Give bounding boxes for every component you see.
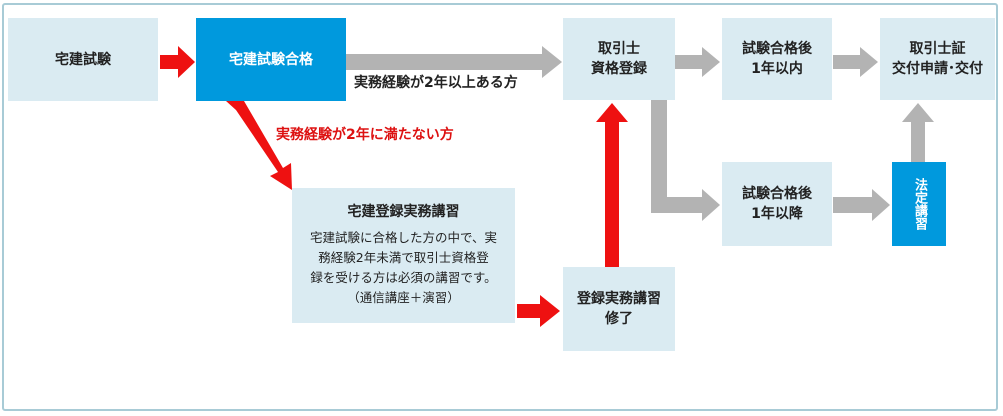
node-after-1-year: 試験合格後 1年以降 — [722, 162, 832, 246]
course-desc-line: 務経験2年未満で取引士資格登 — [318, 250, 489, 265]
node-legal-label: 法定講習 — [912, 178, 927, 230]
node-legal-course: 法定講習 — [892, 162, 946, 246]
gray-arrow-register-to-after — [651, 100, 720, 221]
node-register: 取引士 資格登録 — [563, 18, 675, 100]
label-under-2-years: 実務経験が2年に満たない方 — [276, 127, 454, 143]
node-after-line1: 試験合格後 — [742, 186, 812, 202]
node-course: 宅建登録実務講習 宅建試験に合格した方の中で、実 務経験2年未満で取引士資格登 … — [292, 188, 515, 323]
node-exam-label: 宅建試験 — [55, 51, 111, 68]
node-register-line2: 資格登録 — [591, 61, 647, 77]
gray-arrow-pass-to-register — [346, 46, 562, 78]
node-within-line2: 1年以内 — [751, 61, 803, 77]
node-register-line1: 取引士 — [598, 41, 640, 57]
node-card-line2: 交付申請･交付 — [892, 61, 983, 77]
label-over-2-years: 実務経験が2年以上ある方 — [354, 75, 518, 91]
gray-arrow-within-to-card — [833, 47, 878, 77]
node-card: 取引士証 交付申請･交付 — [880, 18, 995, 100]
red-arrow-pass-to-course — [226, 101, 292, 190]
node-course-description: 宅建試験に合格した方の中で、実 務経験2年未満で取引士資格登 録を受ける方は必須… — [310, 228, 497, 308]
course-desc-line: 録を受ける方は必須の講習です。 — [310, 270, 497, 285]
node-after-line2: 1年以降 — [751, 206, 803, 222]
gray-arrow-legal-to-card — [902, 103, 934, 162]
node-within-1-year: 試験合格後 1年以内 — [722, 18, 832, 100]
node-exam: 宅建試験 — [8, 18, 158, 101]
node-course-complete: 登録実務講習 修了 — [563, 267, 675, 351]
node-within-line1: 試験合格後 — [742, 41, 812, 57]
red-arrow-course-to-complete — [517, 295, 560, 327]
frame — [2, 3, 998, 411]
node-course-title: 宅建登録実務講習 — [347, 204, 460, 220]
gray-arrow-after-to-legal — [833, 189, 890, 221]
node-complete-line2: 修了 — [605, 311, 633, 327]
node-complete-line1: 登録実務講習 — [577, 291, 661, 307]
red-arrow-exam-to-pass — [160, 46, 195, 78]
course-desc-line: （通信講座＋演習） — [347, 290, 460, 305]
course-desc-line: 宅建試験に合格した方の中で、実 — [309, 230, 497, 245]
gray-arrow-register-to-within — [675, 47, 720, 77]
node-pass-label: 宅建試験合格 — [229, 51, 313, 68]
node-card-line1: 取引士証 — [909, 41, 966, 57]
red-arrow-complete-to-register — [596, 103, 628, 267]
node-pass: 宅建試験合格 — [196, 18, 346, 101]
